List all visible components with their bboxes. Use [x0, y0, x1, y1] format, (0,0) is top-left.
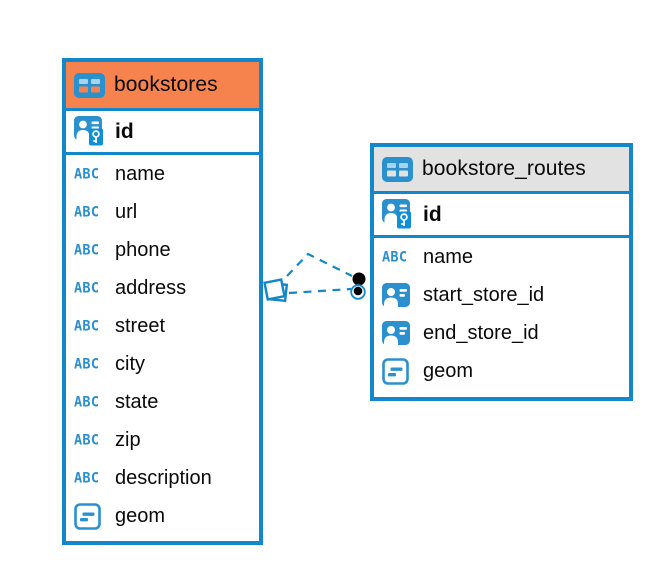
table-title: bookstore_routes	[422, 157, 586, 180]
column-label: zip	[115, 428, 141, 451]
text-type-icon: ABC	[74, 431, 100, 449]
text-type-icon: ABC	[74, 317, 100, 335]
text-type-icon: ABC	[74, 241, 100, 259]
relationship-line-upper[interactable]	[286, 252, 353, 277]
object-type-icon	[74, 502, 107, 530]
text-type-icon: ABC	[74, 393, 100, 411]
object-type-icon	[382, 357, 415, 385]
column-row[interactable]: geom	[66, 497, 259, 535]
column-label: description	[115, 466, 212, 489]
text-type-icon: ABC	[74, 469, 100, 487]
reference-type-icon	[382, 321, 415, 345]
column-row[interactable]: ABC description	[66, 459, 259, 497]
column-label: address	[115, 276, 187, 299]
column-row[interactable]: ABC state	[66, 383, 259, 421]
table-title: bookstores	[114, 73, 218, 96]
column-row[interactable]: ABC zip	[66, 421, 259, 459]
primary-key-icon	[74, 116, 107, 147]
table-icon	[74, 72, 105, 98]
primary-key-row[interactable]: id	[66, 108, 259, 155]
column-label: state	[115, 390, 159, 413]
column-row[interactable]: ABC url	[66, 193, 259, 231]
column-row[interactable]: ABC name	[374, 238, 629, 276]
column-label: url	[115, 200, 138, 223]
column-label: city	[115, 352, 145, 375]
text-type-icon: ABC	[74, 203, 100, 221]
column-row[interactable]: geom	[374, 352, 629, 390]
column-label: end_store_id	[423, 321, 539, 344]
column-label: start_store_id	[423, 283, 545, 306]
column-label: phone	[115, 238, 171, 261]
reference-type-icon	[382, 283, 415, 307]
text-type-icon: ABC	[382, 248, 408, 266]
table-bookstores[interactable]: bookstores id ABC name	[62, 58, 263, 545]
text-type-icon: ABC	[74, 355, 100, 373]
column-row[interactable]: ABC name	[66, 155, 259, 193]
column-row[interactable]: ABC phone	[66, 231, 259, 269]
primary-key-icon	[382, 199, 415, 230]
primary-key-row[interactable]: id	[374, 191, 629, 238]
column-label: name	[423, 245, 474, 268]
column-row[interactable]: ABC address	[66, 269, 259, 307]
table-bookstore-routes-header[interactable]: bookstore_routes	[374, 147, 629, 191]
table-bookstores-header[interactable]: bookstores	[66, 62, 259, 108]
column-row[interactable]: end_store_id	[374, 314, 629, 352]
column-row[interactable]: ABC city	[66, 345, 259, 383]
text-type-icon: ABC	[74, 165, 100, 183]
column-label: geom	[115, 504, 166, 527]
primary-key-label: id	[423, 202, 442, 226]
primary-key-label: id	[115, 119, 134, 143]
table-icon	[382, 156, 413, 182]
many-end-marker	[263, 278, 289, 303]
relationship-line-lower[interactable]	[288, 287, 352, 295]
column-label: geom	[423, 359, 474, 382]
column-label: name	[115, 162, 166, 185]
column-row[interactable]: start_store_id	[374, 276, 629, 314]
column-label: street	[115, 314, 166, 337]
column-row[interactable]: ABC street	[66, 307, 259, 345]
dot-end-marker	[350, 272, 366, 300]
text-type-icon: ABC	[74, 279, 100, 297]
table-bookstore-routes[interactable]: bookstore_routes id ABC name	[370, 143, 633, 401]
